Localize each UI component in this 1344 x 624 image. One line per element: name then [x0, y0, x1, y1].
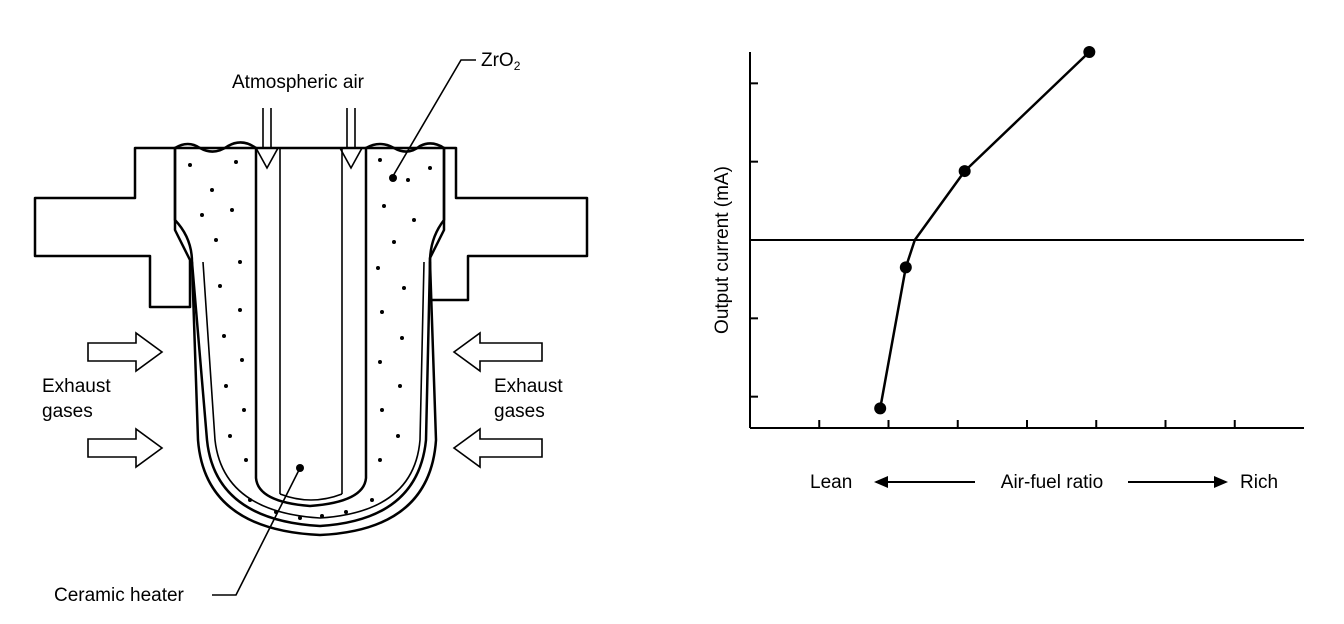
outer-shell	[190, 260, 438, 537]
exhaust-left-label-2: gases	[42, 401, 93, 422]
data-point-3	[958, 165, 971, 178]
series-line	[878, 51, 1091, 409]
housing-right	[428, 146, 589, 302]
ceramic-heater-leader-dot	[296, 464, 304, 472]
sensor-diagram: Atmospheric air ZrO2 Exhaust gases Exhau…	[33, 50, 589, 606]
zro2-label: ZrO2	[481, 50, 521, 73]
data-point-0	[874, 402, 887, 415]
y-axis-label: Output current (mA)	[712, 166, 733, 334]
air-chamber	[254, 146, 368, 508]
data-point-1	[899, 261, 912, 274]
zro2-leader	[392, 59, 476, 177]
x-axis-rich-label: Rich	[1240, 472, 1278, 493]
exhaust-arrows-right-icon	[452, 331, 543, 469]
y-ticks	[750, 82, 758, 398]
ceramic-heater-leader	[212, 467, 301, 596]
air-arrows-icon	[254, 108, 364, 170]
atmospheric-air-label: Atmospheric air	[232, 72, 365, 93]
x-axis-label: Air-fuel ratio	[1001, 472, 1103, 493]
rich-arrow-icon	[1128, 476, 1228, 488]
lean-arrow-icon	[874, 476, 975, 488]
data-point-4	[1083, 46, 1096, 58]
exhaust-right-label-2: gases	[494, 401, 545, 422]
zro2-dots	[188, 158, 432, 520]
heater-bottom	[279, 493, 343, 501]
ceramic-heater-label: Ceramic heater	[54, 585, 185, 606]
electrode-layer	[202, 261, 425, 519]
series-points	[874, 46, 1096, 415]
exhaust-arrows-left-icon	[87, 331, 164, 469]
output-current-chart: Output current (mA) Lean Air-fuel ratio …	[712, 46, 1304, 493]
zro2-leader-dot	[389, 174, 397, 182]
zro2-element	[173, 146, 446, 528]
x-ticks	[818, 420, 1236, 428]
housing-left	[33, 146, 192, 309]
exhaust-left-label-1: Exhaust	[42, 376, 111, 397]
x-axis-lean-label: Lean	[810, 472, 852, 493]
exhaust-right-label-1: Exhaust	[494, 376, 563, 397]
